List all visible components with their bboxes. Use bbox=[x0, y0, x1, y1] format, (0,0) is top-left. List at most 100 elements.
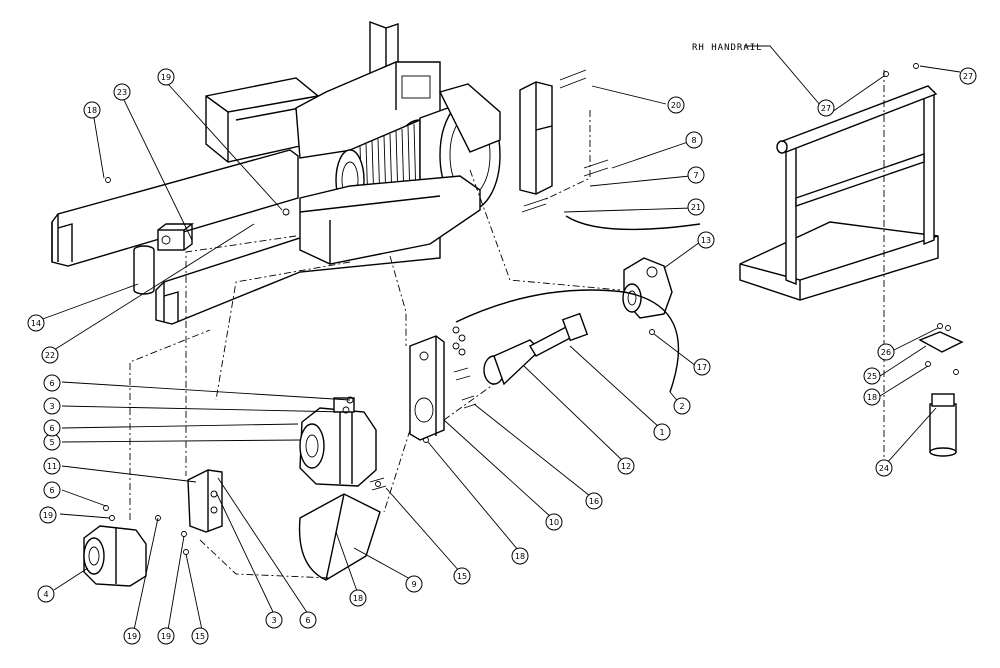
callout-number: 6 bbox=[305, 616, 310, 625]
callout-17: 17 bbox=[693, 358, 711, 376]
callout-number: 25 bbox=[867, 372, 877, 381]
callout-circle bbox=[453, 567, 471, 585]
callout-18: 18 bbox=[863, 388, 881, 406]
callout-number: 9 bbox=[411, 580, 416, 589]
callout-number: 3 bbox=[271, 616, 276, 625]
callout-number: 18 bbox=[515, 552, 525, 561]
winch-frame-assembly bbox=[51, 20, 553, 325]
callout-number: 15 bbox=[457, 572, 467, 581]
callout-9: 9 bbox=[405, 575, 423, 593]
fasteners bbox=[103, 63, 959, 555]
callout-circle bbox=[83, 101, 101, 119]
callout-13: 13 bbox=[697, 231, 715, 249]
callout-circle bbox=[687, 166, 705, 184]
callout-22: 22 bbox=[41, 346, 59, 364]
callout-16: 16 bbox=[585, 492, 603, 510]
callout-18: 18 bbox=[83, 101, 101, 119]
callout-6: 6 bbox=[43, 481, 61, 499]
callout-27: 27 bbox=[959, 67, 977, 85]
callout-number: 6 bbox=[49, 424, 54, 433]
callout-number: 19 bbox=[127, 632, 137, 641]
callout-25: 25 bbox=[863, 367, 881, 385]
callout-circle bbox=[43, 457, 61, 475]
callout-circle bbox=[157, 627, 175, 645]
callout-circle bbox=[405, 575, 423, 593]
callout-14: 14 bbox=[27, 314, 45, 332]
callout-circle bbox=[673, 397, 691, 415]
callout-number: 18 bbox=[87, 106, 97, 115]
callout-27: 27 bbox=[817, 99, 835, 117]
callout-6: 6 bbox=[43, 374, 61, 392]
callout-7: 7 bbox=[687, 166, 705, 184]
callout-circle bbox=[959, 67, 977, 85]
callout-number: 13 bbox=[701, 236, 711, 245]
callout-circle bbox=[27, 314, 45, 332]
callout-circle bbox=[43, 397, 61, 415]
callout-number: 6 bbox=[49, 486, 54, 495]
callout-circle bbox=[349, 589, 367, 607]
callout-number: 10 bbox=[549, 518, 559, 527]
callout-number: 6 bbox=[49, 379, 54, 388]
callout-circle bbox=[299, 611, 317, 629]
callout-circle bbox=[685, 131, 703, 149]
callout-19: 19 bbox=[39, 506, 57, 524]
callout-circle bbox=[693, 358, 711, 376]
callout-19: 19 bbox=[157, 68, 175, 86]
callout-number: 27 bbox=[821, 104, 831, 113]
callout-number: 24 bbox=[879, 464, 889, 473]
hose-right bbox=[565, 215, 701, 231]
callout-3: 3 bbox=[43, 397, 61, 415]
callout-19: 19 bbox=[157, 627, 175, 645]
callout-number: 3 bbox=[49, 402, 54, 411]
callout-number: 19 bbox=[43, 511, 53, 520]
callout-number: 15 bbox=[195, 632, 205, 641]
callout-number: 27 bbox=[963, 72, 973, 81]
callout-circle bbox=[43, 481, 61, 499]
callout-number: 4 bbox=[43, 590, 48, 599]
callout-circle bbox=[817, 99, 835, 117]
callout-circle bbox=[697, 231, 715, 249]
callout-number: 14 bbox=[31, 319, 41, 328]
callout-number: 22 bbox=[45, 351, 55, 360]
callout-number: 5 bbox=[49, 438, 54, 447]
callout-number: 1 bbox=[659, 428, 664, 437]
callout-circle bbox=[863, 367, 881, 385]
callout-number: 12 bbox=[621, 462, 631, 471]
callout-number: 20 bbox=[671, 101, 681, 110]
callout-24: 24 bbox=[875, 459, 893, 477]
callout-2: 2 bbox=[673, 397, 691, 415]
callout-12: 12 bbox=[617, 457, 635, 475]
callout-circle bbox=[617, 457, 635, 475]
callout-circle bbox=[157, 68, 175, 86]
callout-18: 18 bbox=[511, 547, 529, 565]
callout-balloons: 1823192087211314221721121610181591863151… bbox=[27, 67, 977, 645]
callout-number: 11 bbox=[47, 462, 57, 471]
callout-18: 18 bbox=[349, 589, 367, 607]
callout-8: 8 bbox=[685, 131, 703, 149]
callout-6: 6 bbox=[299, 611, 317, 629]
callout-6: 6 bbox=[43, 419, 61, 437]
callout-23: 23 bbox=[113, 83, 131, 101]
callout-number: 16 bbox=[589, 497, 599, 506]
callout-circle bbox=[863, 388, 881, 406]
callout-circle bbox=[113, 83, 131, 101]
callout-15: 15 bbox=[191, 627, 209, 645]
callout-circle bbox=[653, 423, 671, 441]
callout-circle bbox=[39, 506, 57, 524]
callout-21: 21 bbox=[687, 198, 705, 216]
pump-drive-assembly bbox=[83, 257, 673, 587]
callout-circle bbox=[511, 547, 529, 565]
rh-handrail-label: RH HANDRAIL bbox=[692, 43, 763, 53]
callout-26: 26 bbox=[877, 343, 895, 361]
callout-number: 26 bbox=[881, 348, 891, 357]
callout-circle bbox=[545, 513, 563, 531]
callout-number: 18 bbox=[867, 393, 877, 402]
callout-number: 21 bbox=[691, 203, 701, 212]
callout-number: 19 bbox=[161, 73, 171, 82]
callout-circle bbox=[191, 627, 209, 645]
callout-number: 17 bbox=[697, 363, 707, 372]
callout-number: 18 bbox=[353, 594, 363, 603]
callout-19: 19 bbox=[123, 627, 141, 645]
rh-handrail-assembly bbox=[739, 85, 964, 457]
